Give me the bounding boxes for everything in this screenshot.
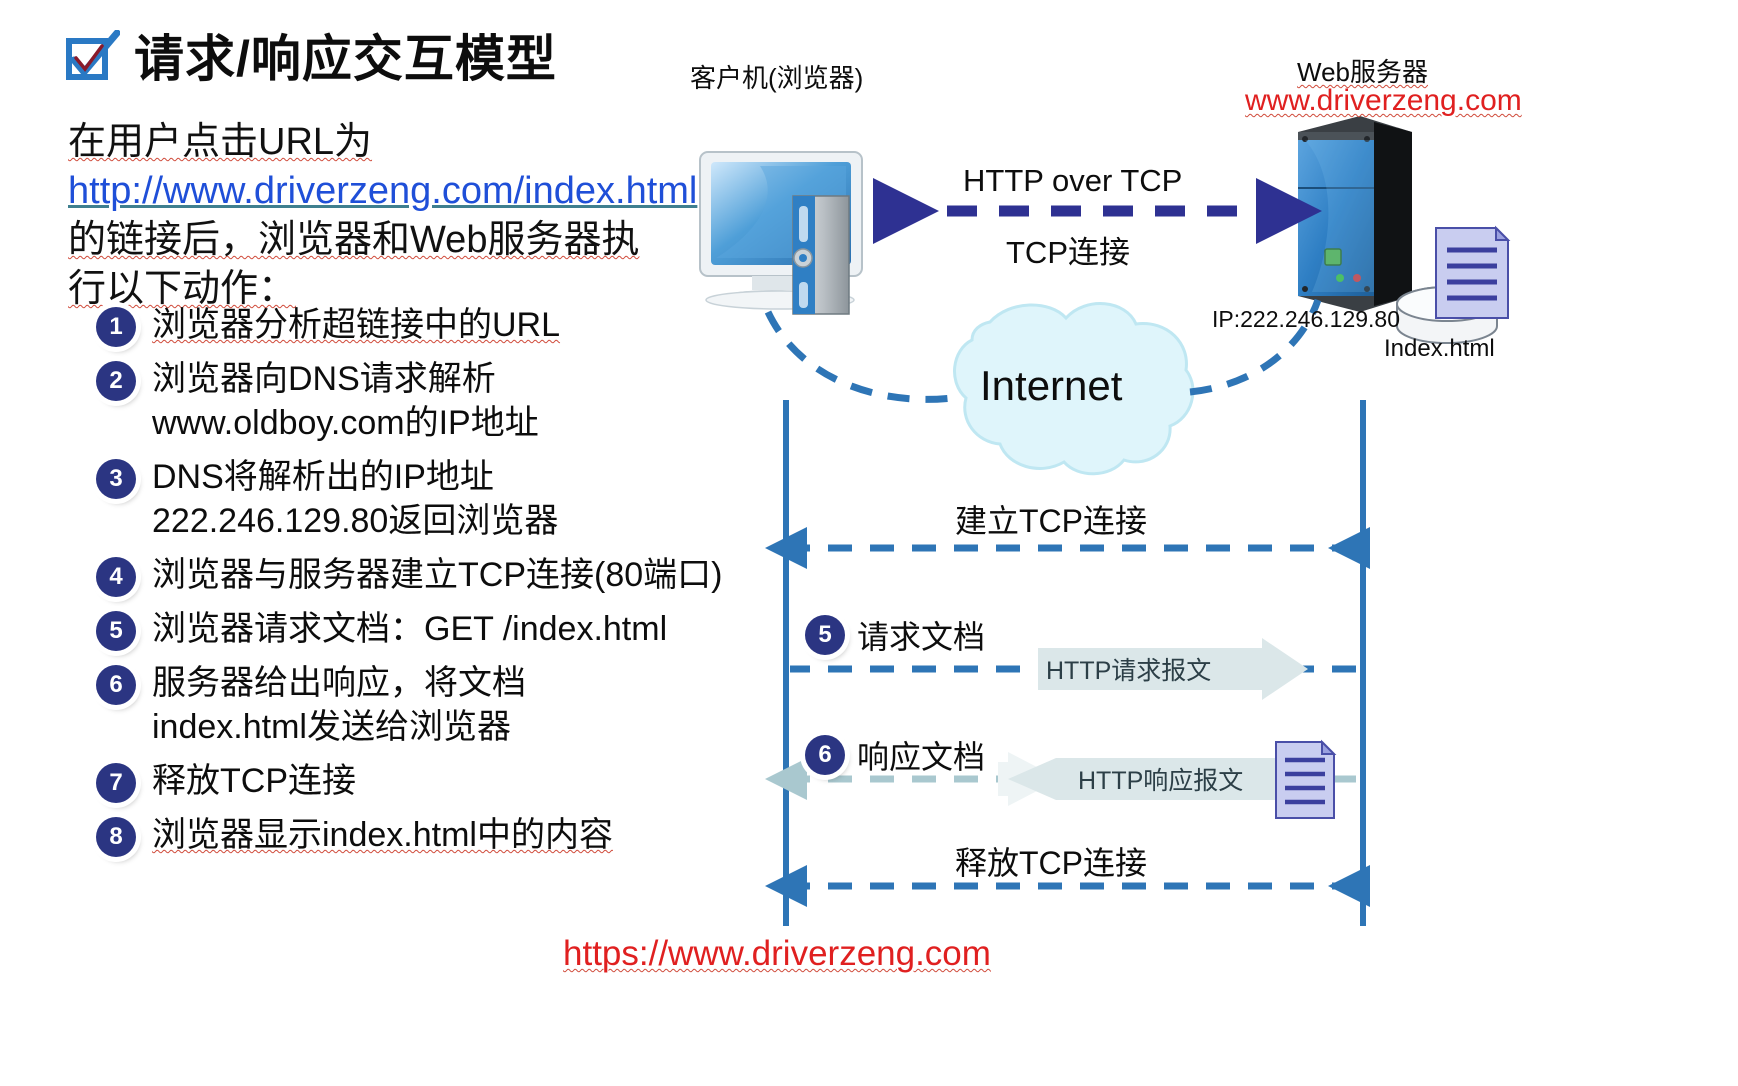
desktop-computer-icon xyxy=(699,151,863,315)
sequence-step-5: 5 请求文档 xyxy=(805,612,985,658)
list-item: 2 浏览器向DNS请求解析 www.oldboy.com的IP地址 xyxy=(96,356,796,445)
step-text: 释放TCP连接 xyxy=(152,762,356,800)
seq-step-badge: 6 xyxy=(805,735,845,775)
step-text: DNS将解析出的IP地址 222.246.129.80返回浏览器 xyxy=(152,458,559,540)
step-badge: 4 xyxy=(96,557,136,597)
seq-step-badge: 5 xyxy=(805,615,845,655)
list-item: 7 释放TCP连接 xyxy=(96,758,796,803)
intro-line-3: 行以下动作： xyxy=(68,268,297,310)
list-item: 8 浏览器显示index.html中的内容 xyxy=(96,812,796,857)
step-text: 浏览器向DNS请求解析 www.oldboy.com的IP地址 xyxy=(152,360,539,442)
database-document-icon xyxy=(1396,225,1511,344)
page-title-text: 请求/响应交互模型 xyxy=(134,31,557,87)
step-badge: 8 xyxy=(96,817,136,857)
establish-tcp-label: 建立TCP连接 xyxy=(955,503,1148,539)
http-response-message-label: HTTP响应报文 xyxy=(1078,767,1244,795)
step-text: 服务器给出响应，将文档 index.html发送给浏览器 xyxy=(152,664,526,746)
server-url-label: www.driverzeng.com xyxy=(1245,84,1522,117)
step-badge: 3 xyxy=(96,459,136,499)
server-label: Web服务器 xyxy=(1297,57,1428,87)
step-badge: 2 xyxy=(96,361,136,401)
step-badge: 5 xyxy=(96,611,136,651)
http-request-message-label: HTTP请求报文 xyxy=(1046,657,1212,685)
list-item: 4 浏览器与服务器建立TCP连接(80端口) xyxy=(96,552,796,597)
internet-label: Internet xyxy=(980,362,1123,409)
intro-line-1: 在用户点击URL为 xyxy=(68,121,373,163)
server-ip-label: IP:222.246.129.80 xyxy=(1212,306,1400,332)
intro-paragraph: 在用户点击URL为 http://www.driverzeng.com/inde… xyxy=(68,118,698,314)
watermark-url: https://www.driverzeng.com xyxy=(563,934,991,973)
intro-line-2: 的链接后，浏览器和Web服务器执 xyxy=(68,219,640,261)
steps-list: 1 浏览器分析超链接中的URL 2 浏览器向DNS请求解析 www.oldboy… xyxy=(96,302,796,866)
index-html-label: Index.html xyxy=(1384,335,1495,362)
seq-step-label: 请求文档 xyxy=(857,619,986,655)
tcp-connection-label: TCP连接 xyxy=(1006,235,1130,270)
intro-url-link[interactable]: http://www.driverzeng.com/index.html xyxy=(68,170,698,212)
list-item: 6 服务器给出响应，将文档 index.html发送给浏览器 xyxy=(96,660,796,749)
release-tcp-label: 释放TCP连接 xyxy=(955,845,1148,881)
list-item: 5 浏览器请求文档：GET /index.html xyxy=(96,606,796,651)
page-title: 请求/响应交互模型 xyxy=(62,29,557,88)
step-text: 浏览器与服务器建立TCP连接(80端口) xyxy=(152,556,723,594)
sequence-step-6: 6 响应文档 xyxy=(805,732,985,778)
http-over-tcp-label: HTTP over TCP xyxy=(963,163,1183,198)
seq-step-label: 响应文档 xyxy=(857,739,986,775)
checkbox-check-icon xyxy=(62,29,121,88)
step-text: 浏览器请求文档：GET /index.html xyxy=(152,610,668,648)
step-text: 浏览器分析超链接中的URL xyxy=(152,306,561,344)
step-text: 浏览器显示index.html中的内容 xyxy=(152,816,613,854)
step-badge: 1 xyxy=(96,307,136,347)
list-item: 1 浏览器分析超链接中的URL xyxy=(96,302,796,347)
client-label: 客户机(浏览器) xyxy=(690,63,864,93)
list-item: 3 DNS将解析出的IP地址 222.246.129.80返回浏览器 xyxy=(96,454,796,543)
step-badge: 7 xyxy=(96,763,136,803)
server-tower-icon xyxy=(1298,116,1412,312)
step-badge: 6 xyxy=(96,665,136,705)
